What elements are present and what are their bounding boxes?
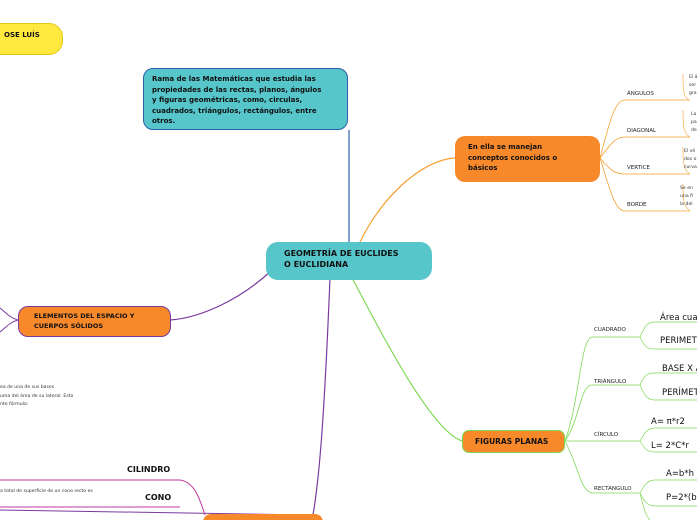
figura-label-cuadrado[interactable]: CUADRADO bbox=[594, 327, 626, 333]
definition-line: y figuras geométricas, como, circulas, bbox=[152, 96, 303, 104]
concept-label-borde[interactable]: BORDE bbox=[627, 202, 647, 208]
concept-label-vertice[interactable]: VERTICE bbox=[627, 165, 650, 171]
top-left-node-label: OSE LUÍS bbox=[4, 31, 40, 39]
top-left-node[interactable]: OSE LUÍS bbox=[0, 23, 63, 55]
formula-cuadrado-area: Área cua bbox=[660, 313, 697, 323]
espacio-line: CUERPOS SÓLIDOS bbox=[34, 322, 104, 330]
formula-cuadrado-perimetro: PERIMET bbox=[660, 336, 697, 346]
espacio-line: ELEMENTOS DEL ESPACIO Y bbox=[34, 312, 135, 320]
figura-label-rectangulo[interactable]: RECTANGULO bbox=[594, 486, 632, 492]
cilindro-label[interactable]: CILINDRO bbox=[127, 465, 171, 474]
central-node[interactable]: GEOMETRÍA DE EUCLIDES O EUCLIDIANA bbox=[266, 242, 432, 280]
concept-label-angulos[interactable]: ÁNGULOS bbox=[627, 91, 654, 97]
concept-label-diagonal[interactable]: DIAGONAL bbox=[627, 128, 657, 134]
cono-label[interactable]: CONO bbox=[145, 493, 172, 502]
formula-circulo-longitud: L= 2*C*r bbox=[651, 441, 689, 451]
bottom-partial-node[interactable] bbox=[203, 514, 323, 520]
central-title-line: O EUCLIDIANA bbox=[284, 260, 349, 269]
definition-line: cuadrados, triángulos, rectángulos, entr… bbox=[152, 106, 317, 115]
formula-rectangulo-area: A=b*h bbox=[666, 469, 694, 479]
cono-description-text: a total de superficie de un cono recto e… bbox=[0, 489, 93, 494]
concepts-node[interactable]: En ella se manejan conceptos conocidos o… bbox=[455, 136, 600, 182]
formula-rectangulo-perimetro: P=2*(b* bbox=[666, 493, 697, 503]
espacio-node[interactable]: ELEMENTOS DEL ESPACIO Y CUERPOS SÓLIDOS bbox=[18, 306, 171, 337]
definition-node[interactable]: Rama de las Matemáticas que estudia las … bbox=[143, 68, 348, 130]
definition-line: otros. bbox=[152, 117, 176, 125]
concepts-line: básicos bbox=[468, 164, 498, 172]
central-title-line: GEOMETRÍA DE EUCLIDES bbox=[284, 249, 399, 258]
formula-triangulo-perimetro: PERÍMET bbox=[662, 388, 697, 398]
formula-circulo-area: A= π*r2 bbox=[651, 417, 685, 427]
concepts-line: En ella se manejan bbox=[468, 143, 543, 151]
figura-label-triangulo[interactable]: TRIÁNGULO bbox=[594, 379, 627, 385]
figuras-node[interactable]: FIGURAS PLANAS bbox=[462, 430, 565, 453]
figura-label-circulo[interactable]: CÍRCULO bbox=[594, 432, 619, 438]
formula-triangulo-area: BASE X A bbox=[662, 364, 697, 374]
definition-line: propiedades de las rectas, planos, ángul… bbox=[152, 85, 322, 94]
figuras-title: FIGURAS PLANAS bbox=[475, 437, 549, 446]
concepts-line: conceptos conocidos o bbox=[468, 153, 558, 162]
definition-line: Rama de las Matemáticas que estudia las bbox=[152, 75, 316, 83]
